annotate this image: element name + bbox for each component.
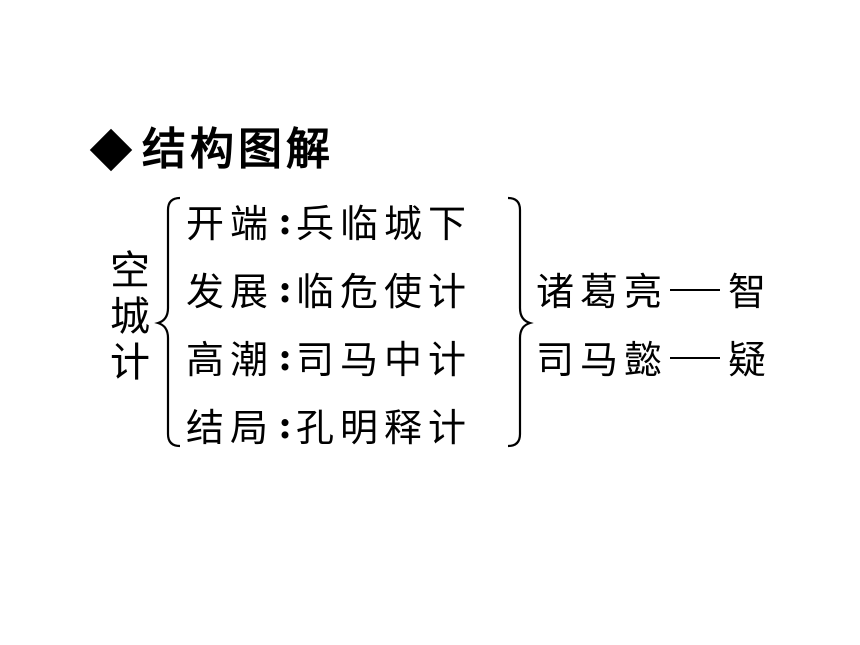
left-brace bbox=[154, 196, 181, 448]
stage-content: 司马中计 bbox=[296, 337, 473, 382]
section-heading: 结构图解 bbox=[86, 122, 334, 178]
character-row-zhuge-liang: 诸葛亮 智 bbox=[536, 258, 772, 318]
heading-text: 结构图解 bbox=[142, 124, 334, 175]
stage-row-ending: 结局 : 孔明释计 bbox=[186, 394, 472, 454]
character-trait: 疑 bbox=[728, 337, 773, 382]
stage-label: 发展 bbox=[186, 269, 275, 314]
stage-label: 开端 bbox=[186, 201, 275, 246]
stage-content: 孔明释计 bbox=[296, 405, 473, 450]
stage-label: 高潮 bbox=[186, 337, 275, 382]
stage-colon: : bbox=[278, 197, 293, 243]
stage-content: 兵临城下 bbox=[296, 201, 473, 246]
stage-colon: : bbox=[278, 333, 293, 379]
story-title: 空 城 计 bbox=[104, 248, 156, 386]
character-row-sima-yi: 司马懿 疑 bbox=[536, 326, 772, 386]
diamond-bullet-icon bbox=[89, 128, 133, 172]
right-brace bbox=[507, 196, 534, 448]
stage-row-opening: 开端 : 兵临城下 bbox=[186, 190, 472, 250]
character-trait: 智 bbox=[728, 269, 773, 314]
character-name: 司马懿 bbox=[536, 337, 669, 382]
stage-colon: : bbox=[278, 401, 293, 447]
dash-connector bbox=[670, 357, 721, 359]
title-char: 空 bbox=[110, 248, 150, 294]
stage-content: 临危使计 bbox=[296, 269, 473, 314]
title-char: 城 bbox=[110, 294, 150, 340]
stage-row-climax: 高潮 : 司马中计 bbox=[186, 326, 472, 386]
stage-colon: : bbox=[278, 265, 293, 311]
stage-label: 结局 bbox=[186, 405, 275, 450]
title-char: 计 bbox=[110, 340, 150, 386]
dash-connector bbox=[670, 289, 721, 291]
stage-row-development: 发展 : 临危使计 bbox=[186, 258, 472, 318]
character-name: 诸葛亮 bbox=[536, 269, 669, 314]
